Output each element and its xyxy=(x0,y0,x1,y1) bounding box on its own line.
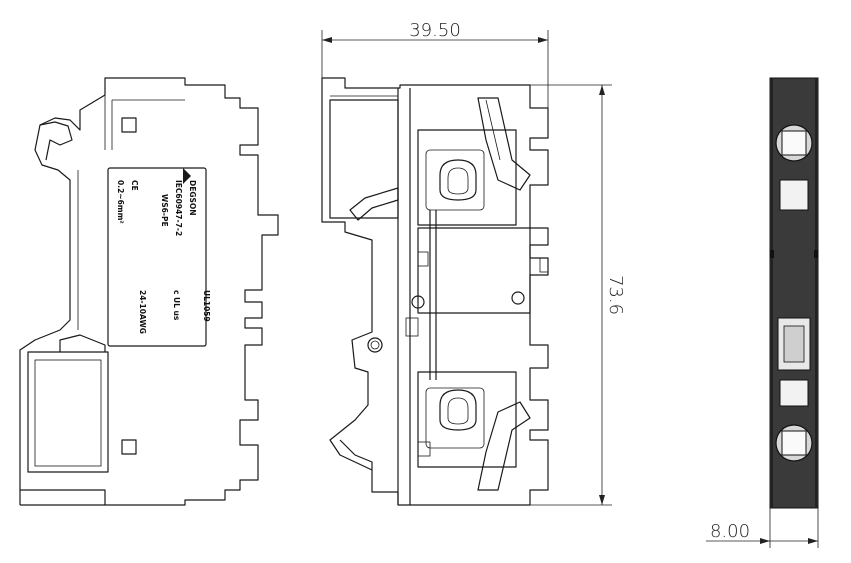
square-marker xyxy=(417,251,429,267)
ul-cert-text: UL1059 xyxy=(202,290,211,322)
release-slot-inner xyxy=(783,325,805,363)
arrow-icon xyxy=(808,538,818,544)
label-plate xyxy=(107,167,207,347)
square-marker-bottom xyxy=(121,439,137,455)
wire-entry-bottom-square xyxy=(781,430,807,456)
square-marker xyxy=(417,441,431,457)
label-text-group: DEGSON IEC60947-7-2 WS6-PE CE 0.2~6mm² U… xyxy=(116,180,211,334)
notch xyxy=(814,250,818,258)
ul-mark-text: c UL us xyxy=(172,290,181,321)
spring-cage-bottom xyxy=(417,371,517,468)
test-port-top xyxy=(779,179,809,211)
center-view-section xyxy=(321,77,549,506)
screw-hole-left xyxy=(367,337,383,353)
arrow-icon xyxy=(599,85,605,95)
arrow-icon xyxy=(538,37,548,43)
screw-hole-left-inner xyxy=(370,340,380,350)
gauge-text: 24-10AWG xyxy=(138,290,147,334)
actuator-line xyxy=(485,99,501,161)
dimension-width: 39.50 xyxy=(321,20,549,108)
standard-text: IEC60947-7-2 xyxy=(174,180,183,236)
center-block xyxy=(417,227,531,314)
side-view-left: DEGSON IEC60947-7-2 WS6-PE CE 0.2~6mm² U… xyxy=(19,77,279,506)
arrow-icon xyxy=(322,37,332,43)
square-marker-top xyxy=(121,117,137,133)
clip-hook-top xyxy=(39,121,73,161)
spring-cage-bottom-inner xyxy=(425,387,485,449)
spring-cage-top xyxy=(417,129,517,226)
latch-nub xyxy=(539,257,549,273)
arrow-icon xyxy=(599,495,605,505)
dimension-thickness: 8.00 xyxy=(706,508,819,548)
test-port-bottom xyxy=(779,379,809,407)
clamp-spring-top xyxy=(439,159,477,201)
front-view-right xyxy=(769,77,819,509)
foot-hook xyxy=(59,334,106,352)
wire-entry-top-square xyxy=(781,130,807,156)
cross-section-text: 0.2~6mm² xyxy=(116,180,125,224)
screw-hole-mid xyxy=(411,295,425,309)
brand-text: DEGSON xyxy=(188,180,197,216)
clamp-spring-bottom xyxy=(439,389,477,431)
side-view-outline xyxy=(19,77,279,506)
foot-hook-bottom xyxy=(339,439,373,470)
foot-enclosure-inner xyxy=(34,359,102,467)
foot-enclosure xyxy=(27,351,109,473)
ce-mark-text: CE xyxy=(130,180,139,191)
width-dimension-label: 39.50 xyxy=(409,20,461,41)
brand-logo-icon xyxy=(183,168,191,184)
screw-hole-right xyxy=(511,291,525,305)
arrow-icon xyxy=(760,538,770,544)
model-text: WS6-PE xyxy=(160,194,169,227)
dimension-height: 73.6 xyxy=(530,84,626,506)
notch xyxy=(770,250,774,258)
actuator-bottom xyxy=(477,401,531,491)
clamp-spring-top-inner xyxy=(447,167,469,195)
actuator-top xyxy=(477,97,531,191)
square-marker xyxy=(405,317,419,337)
spring-cage-top-inner xyxy=(425,149,485,211)
thickness-dimension-label: 8.00 xyxy=(710,521,750,542)
clamp-spring-bottom-inner xyxy=(447,397,469,425)
section-outline xyxy=(321,77,549,506)
height-dimension-label: 73.6 xyxy=(605,275,626,315)
